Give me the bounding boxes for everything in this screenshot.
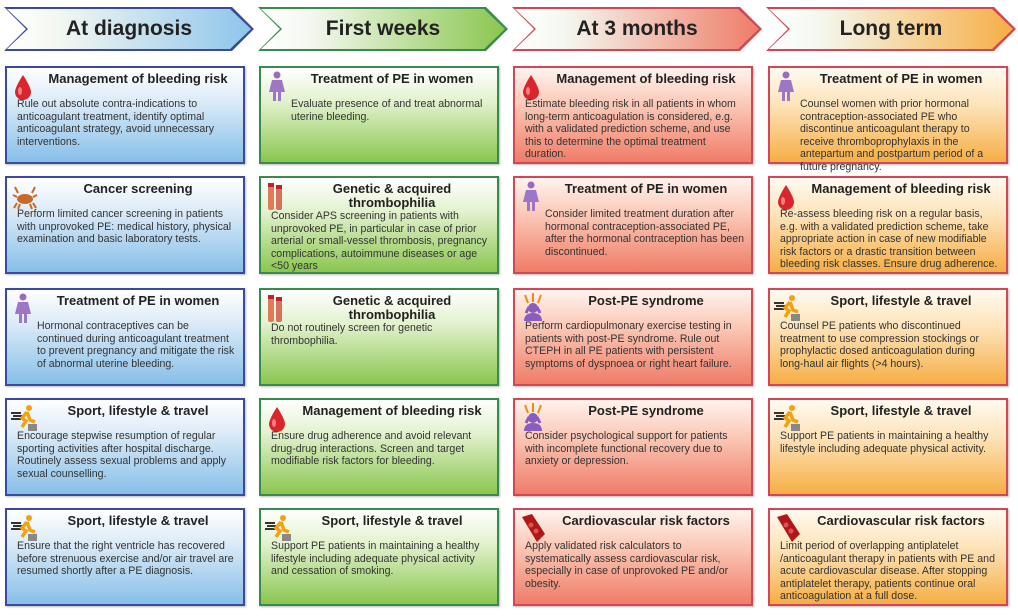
card-title: Treatment of PE in women [56,293,220,308]
card-title: Management of bleeding risk [556,71,736,86]
card-body: Do not routinely screen for genetic thro… [271,322,433,347]
card-title: Genetic & acquired thrombophilia [332,181,452,210]
recommendation-card: Sport, lifestyle & travel Support PE pat… [259,508,499,606]
runner-icon [11,403,39,435]
phase-header-1: First weeks [258,7,508,51]
card-body: Perform limited cancer screening in pati… [17,208,232,245]
recommendation-card: Treatment of PE in women Consider limite… [513,176,753,274]
recommendation-card: Treatment of PE in women Counsel women w… [768,66,1008,173]
card-body: Consider limited treatment duration afte… [545,208,745,258]
card-body: Re-assess bleeding risk on a regular bas… [780,208,998,270]
card-body: Consider APS screening in patients with … [271,210,488,272]
woman-icon [519,181,547,213]
phase-header-0: At diagnosis [4,7,254,51]
card-title: Sport, lifestyle & travel [67,403,209,418]
card-title: Sport, lifestyle & travel [830,403,972,418]
recommendation-card: Cardiovascular risk factors Limit period… [768,508,1008,606]
card-body: Estimate bleeding risk in all patients i… [525,98,736,160]
card-title: Treatment of PE in women [310,71,474,86]
blood-drop-icon [11,71,39,103]
card-body: Support PE patients in maintaining a hea… [271,540,480,577]
recommendation-card: Cancer screening Perform limited cancer … [5,176,245,274]
recommendation-card: Treatment of PE in women Hormonal contra… [5,288,245,386]
recommendation-card: Sport, lifestyle & travel Encourage step… [5,398,245,496]
card-body: Ensure drug adherence and avoid relevant… [271,430,472,467]
card-body: Counsel women with prior hormonal contra… [800,98,984,173]
card-title: Treatment of PE in women [564,181,728,196]
card-body: Consider psychological support for patie… [525,430,728,467]
phase-header-label: Long term [839,17,943,40]
card-title: Sport, lifestyle & travel [67,513,209,528]
runner-icon [265,513,293,545]
runner-icon [774,403,802,435]
card-body: Hormonal contraceptives can be continued… [37,320,235,370]
recommendation-card: Sport, lifestyle & travel Ensure that th… [5,508,245,606]
woman-icon [11,293,39,325]
blood-vessel-icon [519,513,547,545]
chevron-fill [7,9,251,49]
blood-drop-icon [774,181,802,213]
phase-header-label: First weeks [325,17,441,40]
recommendation-card: Post-PE syndrome Consider psychological … [513,398,753,496]
card-body: Rule out absolute contra-indications to … [17,98,215,148]
chevron-fill [769,9,1013,49]
card-title: Treatment of PE in women [819,71,983,86]
recommendation-card: Management of bleeding risk Re-assess bl… [768,176,1008,274]
recommendation-card: Treatment of PE in women Evaluate presen… [259,66,499,164]
woman-icon [265,71,293,103]
distressed-person-icon [519,293,547,325]
recommendation-card: Management of bleeding risk Ensure drug … [259,398,499,496]
card-title: Post-PE syndrome [588,403,704,418]
card-body: Support PE patients in maintaining a hea… [780,430,989,455]
card-title: Management of bleeding risk [302,403,482,418]
chevron-fill [261,9,505,49]
card-title: Cardiovascular risk factors [817,513,985,528]
recommendation-card: Post-PE syndrome Perform cardiopulmonary… [513,288,753,386]
card-body: Limit period of overlapping antiplatelet… [780,540,995,602]
blood-drop-icon [265,403,293,435]
blood-vessel-icon [774,513,802,545]
runner-icon [774,293,802,325]
card-body: Counsel PE patients who discontinued tre… [780,320,980,370]
card-title: Management of bleeding risk [811,181,991,196]
card-title: Management of bleeding risk [48,71,228,86]
card-body: Perform cardiopulmonary exercise testing… [525,320,732,370]
card-body: Ensure that the right ventricle has reco… [17,540,234,577]
card-body: Apply validated risk calculators to syst… [525,540,729,590]
card-title: Genetic & acquired thrombophilia [332,293,452,322]
recommendation-card: Management of bleeding risk Estimate ble… [513,66,753,164]
card-title: Post-PE syndrome [588,293,704,308]
card-title: Sport, lifestyle & travel [321,513,463,528]
runner-icon [11,513,39,545]
recommendation-card: Sport, lifestyle & travel Counsel PE pat… [768,288,1008,386]
distressed-person-icon [519,403,547,435]
phase-header-label: At diagnosis [65,17,192,40]
recommendation-card: Management of bleeding risk Rule out abs… [5,66,245,164]
recommendation-card: Sport, lifestyle & travel Support PE pat… [768,398,1008,496]
card-title: Cardiovascular risk factors [562,513,730,528]
card-title: Sport, lifestyle & travel [830,293,972,308]
test-tubes-icon [265,181,293,213]
phase-header-label: At 3 months [576,17,698,40]
phase-header-2: At 3 months [512,7,762,51]
recommendation-card: Cardiovascular risk factors Apply valida… [513,508,753,606]
woman-icon [774,71,802,103]
card-body: Encourage stepwise resumption of regular… [17,430,227,480]
blood-drop-icon [519,71,547,103]
phase-header-3: Long term [766,7,1016,51]
recommendation-card: Genetic & acquired thrombophilia Conside… [259,176,499,274]
test-tubes-icon [265,293,293,325]
chevron-fill [515,9,759,49]
recommendation-card: Genetic & acquired thrombophilia Do not … [259,288,499,386]
card-body: Evaluate presence of and treat abnormal … [291,98,483,123]
card-title: Cancer screening [83,181,193,196]
crab-icon [11,181,39,213]
